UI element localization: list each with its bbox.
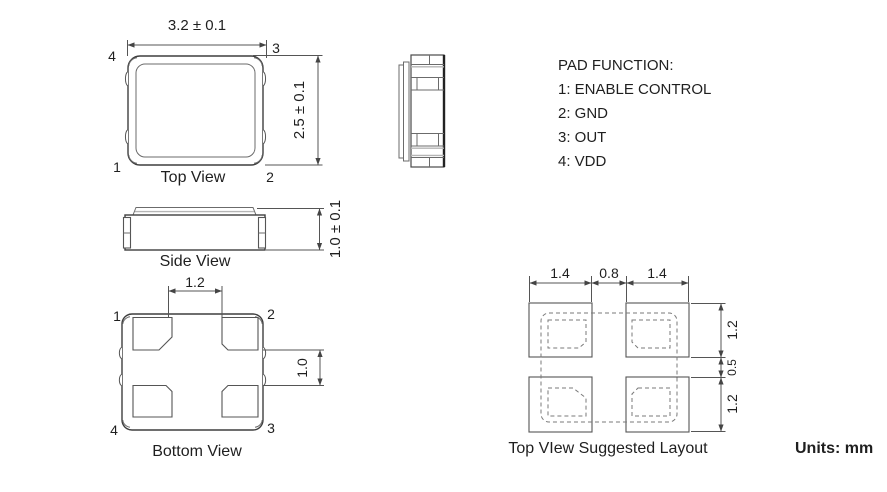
side-view: 1.0 ± 0.1 Side View	[122, 200, 344, 270]
layout-pad-dashed-br	[631, 387, 671, 417]
layout-land-pad-tl	[528, 302, 593, 358]
pad-function-item-4: 4: VDD	[558, 153, 607, 170]
layout-pad-w-right-label: 1.4	[647, 265, 667, 281]
bottom-view-pin-1: 1	[113, 308, 121, 324]
layout-pad-dashed-bl	[547, 387, 587, 417]
side-view-title: Side View	[160, 253, 231, 270]
pad-function-item-3: 3: OUT	[558, 129, 606, 146]
layout-land-pad-br	[625, 376, 690, 433]
bottom-view-pin-4: 4	[110, 422, 118, 438]
top-view-body-outline	[127, 55, 264, 166]
top-view-pin-4: 4	[108, 48, 116, 64]
layout-pad-w-left-label: 1.4	[550, 265, 570, 281]
units-note: Units: mm	[795, 440, 873, 457]
top-view: 3.2 ± 0.1 2.5 ± 0.1 4 3 1 2 Top View	[108, 17, 323, 186]
layout-gap-x-label: 0.8	[599, 265, 619, 281]
layout-gap-y-label: 0.5	[725, 359, 739, 376]
bottom-view-pad-1	[132, 316, 173, 351]
bottom-view: 1.2 1.0 1 2 4 3 Bottom View	[110, 274, 324, 460]
end-view-lid-edge-outer	[398, 64, 404, 159]
side-view-height-dim-label: 1.0 ± 0.1	[327, 200, 344, 258]
layout-pad-h-bottom-label: 1.2	[724, 394, 740, 414]
layout-package-outline-dashed	[540, 312, 678, 423]
pad-function-block: PAD FUNCTION: 1: ENABLE CONTROL 2: GND 3…	[558, 57, 711, 170]
bottom-view-title: Bottom View	[152, 443, 242, 460]
top-view-height-dim-label: 2.5 ± 0.1	[291, 81, 308, 139]
layout-pad-dashed-tr	[631, 319, 671, 349]
top-view-inner-outline	[135, 63, 256, 158]
layout-land-pad-bl	[528, 376, 593, 433]
bottom-view-pad-2	[221, 316, 259, 351]
layout-pad-h-top-label: 1.2	[724, 320, 740, 340]
layout-view: 1.4 0.8 1.4 1.2 0.5 1.2 Top VIew Suggest…	[508, 265, 740, 457]
bottom-view-pad-4	[132, 384, 173, 418]
bottom-view-pad-3	[221, 384, 259, 418]
top-view-width-dim-label: 3.2 ± 0.1	[168, 17, 226, 34]
bottom-view-gap-y-dim-label: 1.0	[294, 358, 310, 378]
top-view-pin-1: 1	[113, 159, 121, 175]
bottom-view-gap-x-dim-label: 1.2	[185, 274, 205, 290]
top-view-title: Top View	[161, 169, 226, 186]
end-view-lid-edge-inner	[403, 61, 410, 162]
pad-function-item-1: 1: ENABLE CONTROL	[558, 81, 711, 98]
pad-function-item-2: 2: GND	[558, 105, 608, 122]
layout-land-pad-tr	[625, 302, 690, 358]
pad-function-title: PAD FUNCTION:	[558, 57, 674, 74]
top-view-pin-3: 3	[272, 40, 280, 56]
bottom-view-pin-3: 3	[267, 420, 275, 436]
layout-pad-dashed-tl	[547, 319, 587, 349]
layout-view-title: Top VIew Suggested Layout	[508, 440, 708, 457]
end-view	[398, 54, 446, 168]
bottom-view-pin-2: 2	[267, 306, 275, 322]
top-view-pin-2: 2	[266, 169, 274, 185]
end-view-body-outline	[410, 54, 445, 168]
side-view-body-outline	[124, 214, 266, 251]
